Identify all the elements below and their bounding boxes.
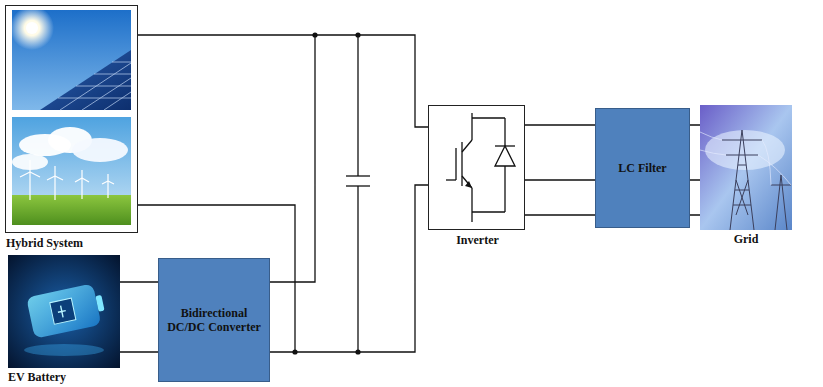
node-caption: Hybrid System (6, 237, 139, 251)
wire-connector (120, 282, 158, 352)
junction-dot (292, 32, 360, 354)
node-label: LC Filter (612, 157, 672, 179)
arrow-head (465, 181, 472, 188)
wire-connector (690, 125, 700, 215)
converter-box: Bidirectional DC/DC Converter (158, 258, 270, 382)
battery-box: EV Battery (8, 255, 120, 368)
node-caption: Inverter (429, 234, 526, 248)
wire-connector (525, 125, 595, 215)
solar-picture (10, 6, 131, 110)
wind-picture (12, 117, 131, 225)
dc-link-capacitor (346, 35, 370, 352)
hybrid-system-box: Hybrid System (5, 5, 138, 233)
filter-box: LC Filter (595, 108, 690, 228)
node-label: Bidirectional DC/DC Converter (159, 302, 269, 339)
grid-picture (700, 105, 792, 230)
node-caption: Grid (700, 233, 792, 247)
grid-box: Grid (700, 105, 792, 230)
wire-connector (270, 35, 428, 352)
node-caption: EV Battery (8, 371, 120, 385)
inverter-box: Inverter (428, 105, 525, 230)
battery-picture (8, 255, 120, 368)
igbt-symbol (446, 113, 515, 222)
